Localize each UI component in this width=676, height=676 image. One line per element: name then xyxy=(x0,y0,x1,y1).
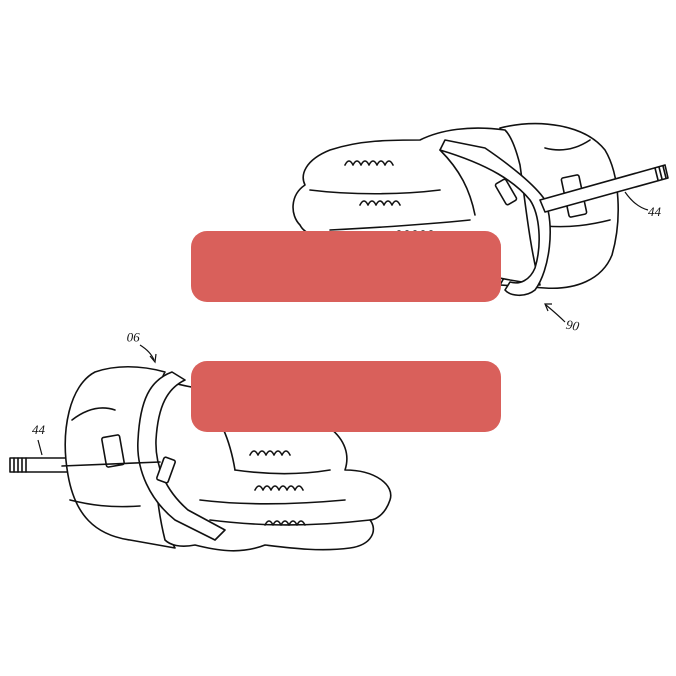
label-strap-bottom: 90 xyxy=(127,330,141,345)
redaction-bar-bottom xyxy=(191,361,501,432)
redaction-bar-top xyxy=(191,231,501,302)
clip-bottom-2 xyxy=(156,456,176,484)
label-strap-top: 90 xyxy=(565,317,581,334)
rod-top xyxy=(539,164,669,213)
label-rod-top: 44 xyxy=(648,204,662,219)
clip-bottom-1 xyxy=(101,434,125,468)
label-rod-bottom: 44 xyxy=(32,422,46,437)
strap-bottom xyxy=(137,371,226,541)
clip-top-2 xyxy=(494,178,518,206)
